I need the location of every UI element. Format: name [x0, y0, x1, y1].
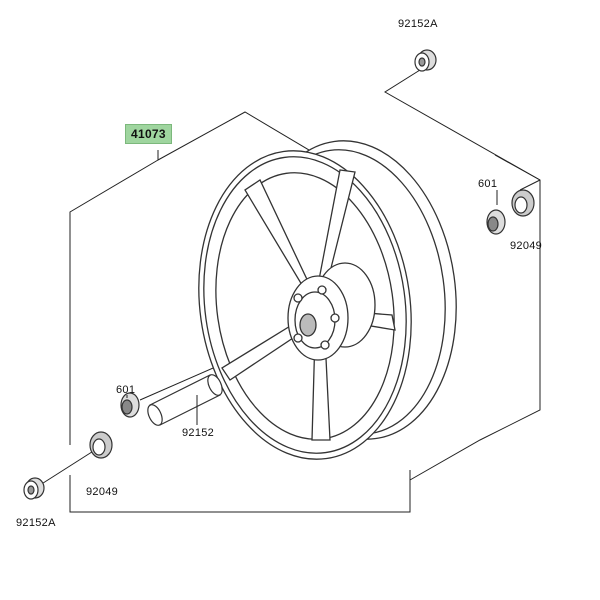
label-92152a-top[interactable]: 92152A — [398, 18, 438, 30]
bearing-right — [486, 209, 506, 235]
label-92152a-bottom[interactable]: 92152A — [16, 517, 56, 529]
collar-92152 — [147, 374, 223, 426]
seal-left — [89, 431, 113, 459]
bearing-top — [414, 49, 437, 72]
group-frame — [69, 150, 159, 445]
label-601-right[interactable]: 601 — [478, 178, 498, 190]
label-601-left[interactable]: 601 — [116, 384, 136, 396]
label-92049-right[interactable]: 92049 — [510, 240, 543, 252]
label-92152[interactable]: 92152 — [182, 427, 215, 439]
label-92049-left[interactable]: 92049 — [86, 486, 119, 498]
seal-right — [511, 189, 535, 217]
wheel — [198, 140, 457, 460]
bearing-bottom — [23, 477, 45, 500]
bearing-left — [120, 392, 140, 418]
label-41073-highlighted[interactable]: 41073 — [125, 124, 172, 144]
